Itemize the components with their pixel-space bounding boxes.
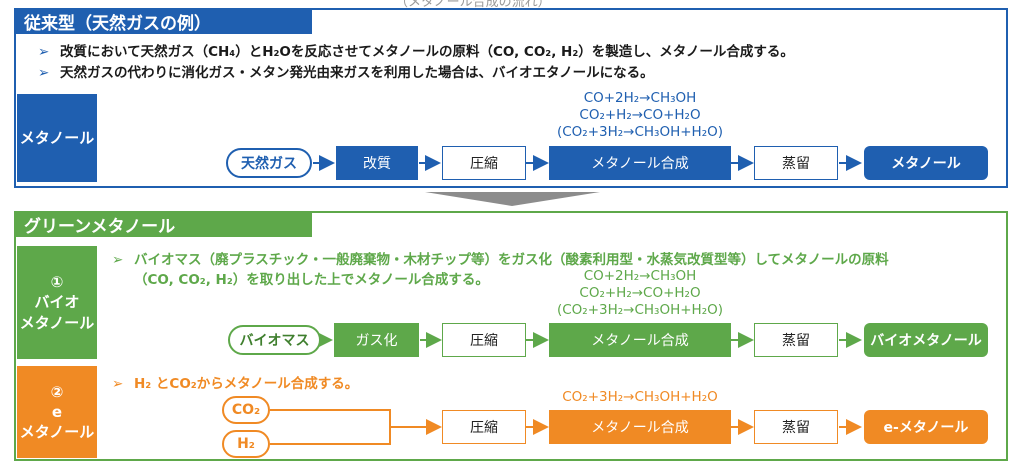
bullet-arrow-icon: ➢: [112, 376, 124, 392]
conventional-equations: CO+2H₂→CH₃OH CO₂+H₂→CO+H₂O (CO₂+3H₂→CH₃O…: [545, 90, 735, 141]
conventional-step-synthesis: メタノール合成: [549, 146, 731, 180]
e-arrows: [270, 409, 862, 445]
bio-bullet: ➢バイオマス（廃プラスチック・一般廃棄物・木材チップ等）をガス化（酸素利用型・水…: [112, 252, 889, 268]
bio-eq-3: (CO₂+3H₂→CH₃OH+H₂O): [556, 302, 724, 318]
bio-output-biomethanol: バイオメタノール: [864, 323, 988, 357]
transition-chevron: [425, 192, 600, 206]
bio-side-label: ① バイオ メタノール: [17, 246, 97, 359]
top-caption: （メタノール合成の流れ）: [395, 0, 551, 10]
conventional-bullet-1: ➢改質において天然ガス（CH₄）とH₂Oを反応させてメタノールの原料（CO, C…: [38, 44, 794, 60]
bio-bullet-cont: （CO, CO₂, H₂）を取り出した上でメタノール合成する。: [134, 272, 489, 288]
e-input-co2: CO₂: [222, 396, 270, 424]
conventional-title: 従来型（天然ガスの例）: [14, 8, 312, 34]
e-step-synthesis: メタノール合成: [549, 410, 731, 444]
e-side-label: ② e メタノール: [17, 366, 97, 458]
green-frame: [14, 211, 1008, 461]
bio-step-gasification: ガス化: [334, 323, 419, 357]
conventional-frame: [14, 8, 1008, 188]
bullet-arrow-icon: ➢: [38, 65, 50, 81]
bio-step-synthesis: メタノール合成: [549, 323, 731, 357]
green-title: グリーンメタノール: [14, 211, 312, 237]
e-bullet: ➢H₂ とCO₂からメタノール合成する。: [112, 376, 359, 392]
e-step-distillation: 蒸留: [754, 410, 838, 444]
e-output-emethanol: e-メタノール: [864, 410, 988, 444]
conventional-step-distillation: 蒸留: [754, 146, 838, 180]
bullet-arrow-icon: ➢: [112, 252, 124, 268]
conventional-step-compression: 圧縮: [442, 146, 526, 180]
bio-input-biomass: バイオマス: [228, 325, 321, 355]
bio-eq-1: CO+2H₂→CH₃OH: [583, 268, 697, 284]
conventional-eq-1: CO+2H₂→CH₃OH: [583, 90, 697, 106]
conventional-step-reforming: 改質: [336, 146, 418, 180]
conventional-eq-3: (CO₂+3H₂→CH₃OH+H₂O): [556, 124, 724, 140]
conventional-side-label: メタノール: [17, 94, 97, 182]
bio-step-distillation: 蒸留: [754, 323, 838, 357]
conventional-output-methanol: メタノール: [864, 146, 988, 180]
e-equation: CO₂+3H₂→CH₃OH+H₂O: [562, 389, 718, 405]
bullet-arrow-icon: ➢: [38, 44, 50, 60]
e-input-h2: H₂: [222, 430, 270, 458]
e-step-compression: 圧縮: [442, 410, 526, 444]
conventional-eq-2: CO₂+H₂→CO+H₂O: [579, 107, 701, 123]
bio-equations: CO+2H₂→CH₃OH CO₂+H₂→CO+H₂O (CO₂+3H₂→CH₃O…: [545, 268, 735, 319]
conventional-bullet-2: ➢天然ガスの代わりに消化ガス・メタン発光由来ガスを利用した場合は、バイオエタノー…: [38, 65, 654, 81]
conventional-input-natural-gas: 天然ガス: [226, 148, 312, 178]
bio-eq-2: CO₂+H₂→CO+H₂O: [579, 285, 701, 301]
bio-step-compression: 圧縮: [442, 323, 526, 357]
